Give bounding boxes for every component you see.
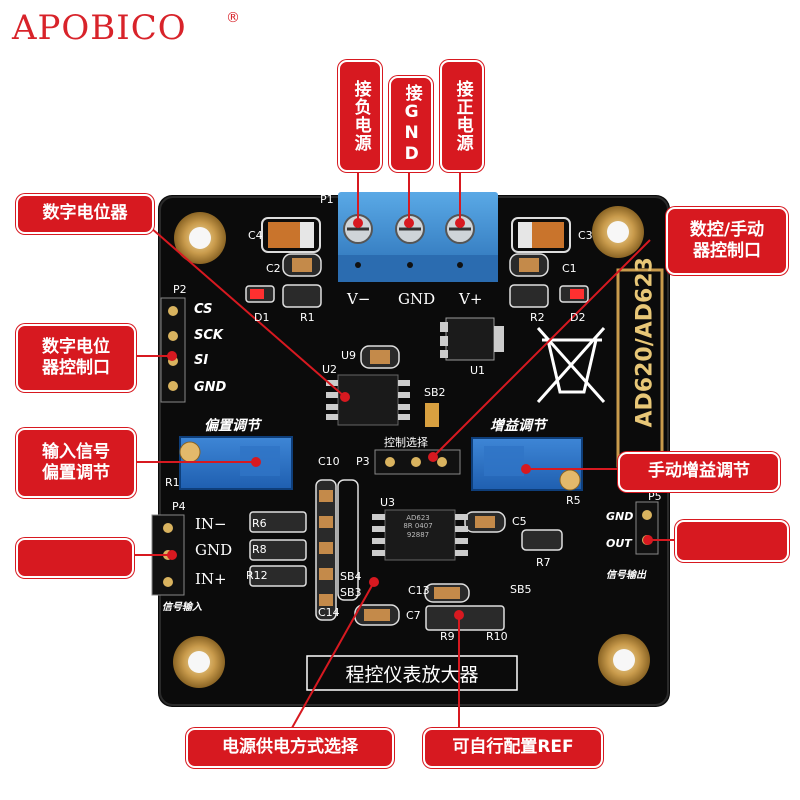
designator-sb5: SB5 [510,583,532,596]
smd-bodies [292,258,539,621]
designator-p2: P2 [173,283,187,296]
output-label-out: OUT [606,537,632,550]
designator-r1: R1 [165,476,180,489]
signal-input-small-label: 信号输入 [162,602,202,613]
signal-output-small-label: 信号输出 [606,570,646,581]
designator-c3: C3 [578,229,593,242]
input-label-gnd: GND [195,541,233,559]
designator-c7: C7 [406,609,421,622]
header-label-si: SI [194,353,209,368]
bottom-title-box [306,655,518,691]
designator-sb3: SB3 [340,586,362,599]
digital-pot-chip-u2 [326,374,410,426]
designator-c5: C5 [512,515,527,528]
header-label-cs: CS [194,302,213,317]
jumper-sb2 [425,403,439,427]
designator-sb4: SB4 [340,570,362,583]
designator-r12: R12 [246,569,268,582]
pin-header-p3 [374,449,461,475]
leader-dots [167,218,653,620]
designator-r10: R10 [486,630,508,643]
terminal-label-vneg: V− [347,290,371,308]
led-d2 [570,289,584,299]
header-label-sck: SCK [194,328,223,343]
board-title-vertical: AD620/AD623 [632,257,658,428]
designator-r9: R9 [440,630,455,643]
callout-gnd: 接GND [389,76,433,172]
callout-ref-config: 可自行配置REF [423,728,603,768]
designator-c14: C14 [318,606,340,619]
screw-terminal-p1 [338,192,498,282]
callout-offset-adjust: 输入信号 偏置调节 [16,428,136,498]
regulator-u1 [440,317,504,361]
header-label-gnd: GND [194,380,227,395]
callout-manual-gain: 手动增益调节 [618,452,780,492]
offset-adjust-label: 偏置调节 [204,418,260,434]
designator-u1: U1 [470,364,486,377]
pin-header-p5 [635,501,659,555]
pin-header-p2 [160,297,186,403]
brand-logo: APOBICO [12,8,187,48]
amplifier-chip-u3 [372,509,468,561]
callout-signal-input [16,538,134,578]
chip-u3-marking: AD623 8R 0407 92887 [403,514,433,539]
callout-positive-supply: 接正电源 [440,60,484,172]
designator-u3: U3 [380,496,396,509]
input-label-inneg: IN− [195,515,227,533]
callout-cnc-manual-port: 数控/手动 器控制口 [666,207,788,275]
board-title-bottom: 程控仪表放大器 [345,664,479,686]
designator-p3: P3 [356,455,370,468]
capacitors-tantalum [261,217,571,253]
designator-r2: R2 [530,311,545,324]
designator-d1: D1 [254,311,270,324]
leader-lines [116,168,675,736]
designator-c1: C1 [562,262,577,275]
control-select-label: 控制选择 [384,436,428,449]
designator-r1-top: R1 [300,311,315,324]
callout-signal-output [675,520,789,562]
terminal-label-vpos: V+ [459,290,483,308]
designator-r6: R6 [252,517,267,530]
designator-p1: P1 [320,193,334,206]
designator-u9: U9 [341,349,357,362]
registered-mark: ® [226,10,240,26]
designator-c10: C10 [318,455,340,468]
designator-p4: P4 [172,500,186,513]
mounting-holes [173,206,650,688]
designator-r7: R7 [536,556,551,569]
led-d1 [250,289,264,299]
designator-r5: R5 [566,494,581,507]
designator-d2: D2 [570,311,586,324]
callout-digital-pot: 数字电位器 [16,194,154,234]
designator-c4: C4 [248,229,263,242]
gain-potentiometer [471,437,583,491]
callout-digital-pot-port: 数字电位 器控制口 [16,324,136,392]
callout-negative-supply: 接负电源 [338,60,382,172]
gain-adjust-label: 增益调节 [490,418,546,434]
designator-u2: U2 [322,363,338,376]
input-label-inpos: IN+ [195,570,227,588]
designator-c13: C13 [408,584,430,597]
terminal-label-gnd: GND [398,290,436,308]
designator-sb2: SB2 [424,386,446,399]
callout-power-select: 电源供电方式选择 [186,728,394,768]
designator-p5: P5 [648,490,662,503]
designator-c2: C2 [266,262,281,275]
output-label-gnd: GND [606,510,634,523]
designator-r8: R8 [252,543,267,556]
